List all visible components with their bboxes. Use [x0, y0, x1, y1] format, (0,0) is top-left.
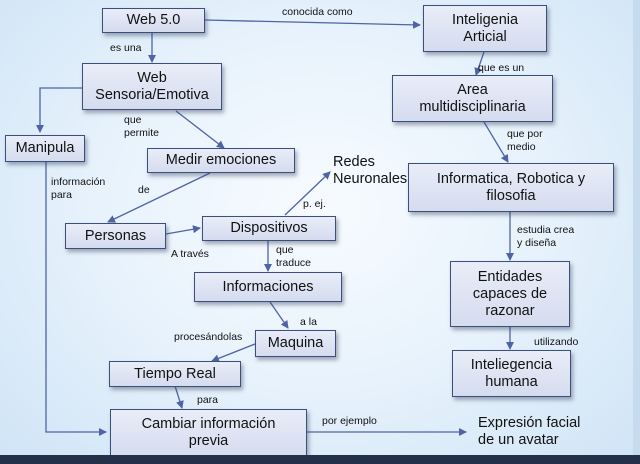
node-inteliegencia-humana: Inteliegencia humana [452, 350, 571, 397]
label-por-ejemplo: por ejemplo [322, 415, 377, 427]
link-sensoria-manipula [36, 87, 82, 133]
link-web50-inteligenia [204, 19, 421, 29]
node-web-5-0: Web 5.0 [102, 8, 205, 33]
node-personas: Personas [65, 223, 166, 249]
node-redes-neuronales: Redes Neuronales [333, 154, 408, 187]
node-maquina: Maquina [255, 330, 336, 357]
label-informacion-para: información para [51, 176, 106, 201]
label-estudia-crea-y-disena: estudia crea y diseña [517, 224, 575, 249]
label-que-traduce: que traduce [276, 244, 312, 269]
label-es-una: es una [110, 42, 142, 54]
label-conocida-como: conocida como [282, 6, 353, 18]
node-entidades-capaces: Entidades capaces de razonar [450, 261, 570, 327]
link-personas-dispositivos [165, 225, 201, 235]
node-informatica-robotica-filosofia: Informatica, Robotica y filosofia [408, 163, 614, 212]
label-que-es-un: que es un [478, 62, 525, 74]
node-medir-emociones: Medir emociones [147, 148, 295, 173]
node-web-sensoria-emotiva: Web Sensoria/Emotiva [82, 63, 222, 110]
link-informaciones-maquina [269, 301, 289, 329]
node-manipula: Manipula [5, 135, 85, 162]
label-utilizando: utilizando [534, 336, 579, 348]
node-expresion-facial-avatar: Expresión facial de un avatar [478, 415, 581, 448]
node-inteligenia-articial: Inteligenia Articial [423, 5, 547, 52]
node-informaciones: Informaciones [194, 272, 342, 302]
frame-right-edge [633, 0, 640, 464]
label-a-traves: A través [171, 248, 209, 260]
label-para: para [197, 394, 219, 406]
node-dispositivos: Dispositivos [202, 216, 336, 241]
link-dispositivos-redes [284, 171, 331, 216]
label-de: de [138, 184, 150, 196]
label-que-permite: que permite [124, 114, 160, 139]
link-manipula-cambiar [45, 162, 107, 436]
link-maquina-tiempo [211, 343, 256, 363]
node-tiempo-real: Tiempo Real [109, 361, 241, 387]
label-p-ej: p. ej. [303, 198, 326, 210]
link-inteligenia-area [474, 51, 485, 76]
label-a-la: a la [300, 316, 317, 328]
link-medir-personas [107, 172, 211, 223]
link-area-informatica [483, 121, 509, 163]
label-que-por-medio: que por medio [507, 128, 543, 153]
node-area-multidisciplinaria: Area multidisciplinaria [392, 75, 553, 122]
label-procesandolas: procesándolas [174, 331, 243, 343]
link-sensoria-medir [175, 110, 225, 149]
link-tiempo-cambiar [174, 385, 184, 409]
frame-bottom-bar [0, 455, 640, 464]
node-cambiar-informacion-previa: Cambiar información previa [110, 409, 307, 456]
